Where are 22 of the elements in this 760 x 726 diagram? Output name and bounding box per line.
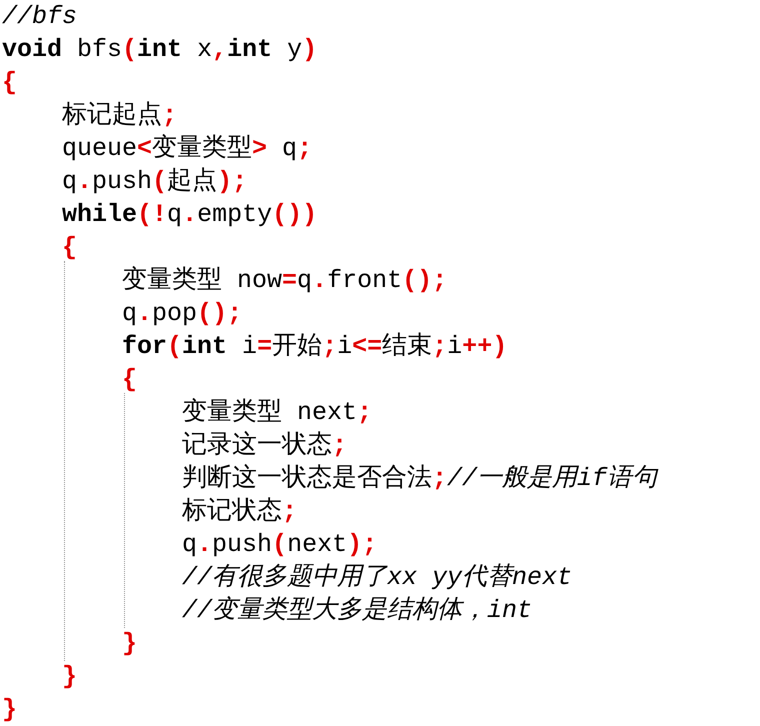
code-line: for(int i=开始;i<=结束;i++) (122, 331, 508, 363)
code-line: q.push(起点); (62, 166, 248, 198)
code-line: { (122, 364, 138, 396)
code-line: while(!q.empty()) (62, 199, 318, 231)
code-line: queue<变量类型> q; (62, 133, 312, 165)
code-line: 变量类型 next; (182, 397, 372, 429)
code-line: 标记起点; (62, 100, 178, 132)
code-line: 标记状态; (182, 496, 298, 528)
code-line: 变量类型 now=q.front(); (122, 265, 448, 297)
code-line: q.pop(); (122, 298, 242, 330)
code-line: } (122, 628, 138, 660)
code-line: { (2, 67, 18, 99)
code-line: //有很多题中用了xx yy代替next (182, 562, 572, 594)
code-line: { (62, 232, 78, 264)
code-line: } (2, 694, 18, 726)
code-line: //bfs (2, 1, 78, 33)
code-line: 判断这一状态是否合法;//一般是用if语句 (182, 463, 658, 495)
code-line: //变量类型大多是结构体，int (182, 595, 532, 627)
code-line: void bfs(int x,int y) (2, 34, 318, 66)
code-line: } (62, 661, 78, 693)
code-line: q.push(next); (182, 529, 378, 561)
code-line: 记录这一状态; (182, 430, 348, 462)
